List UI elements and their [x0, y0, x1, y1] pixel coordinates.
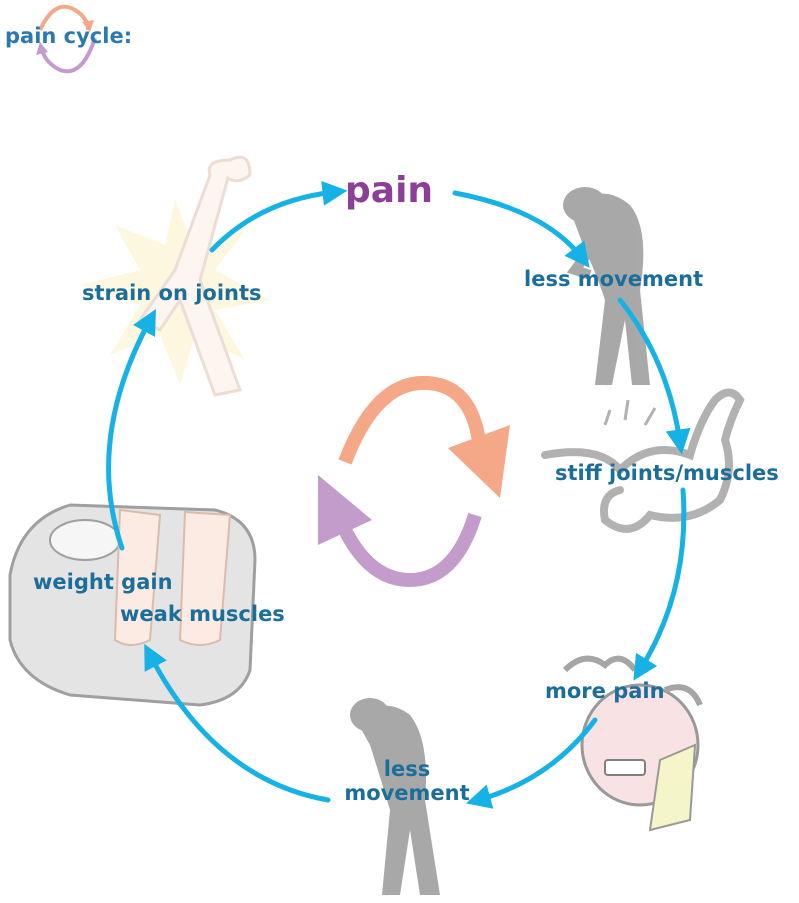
label-more-pain: more pain — [545, 679, 665, 703]
label-weight-gain: weight gain — [33, 570, 173, 594]
bone-joint-icon — [80, 157, 270, 395]
label-less-movement-bottom-line2: movement — [332, 781, 482, 805]
center-cycle-arrows — [318, 383, 510, 580]
arrow-more-pain-to-less-movement — [478, 720, 595, 800]
label-less-movement-bottom-line1: less — [332, 757, 482, 781]
label-less-movement-top: less movement — [524, 267, 703, 291]
label-stiff-joints-muscles: stiff joints/muscles — [555, 461, 779, 485]
page-title: pain cycle: — [5, 24, 132, 48]
arrow-pain-to-less-movement — [455, 193, 582, 258]
label-less-movement-bottom: less movement — [332, 757, 482, 805]
label-weak-muscles: weak muscles — [120, 602, 285, 626]
label-pain: pain — [345, 170, 433, 211]
label-strain-on-joints: strain on joints — [82, 281, 262, 305]
